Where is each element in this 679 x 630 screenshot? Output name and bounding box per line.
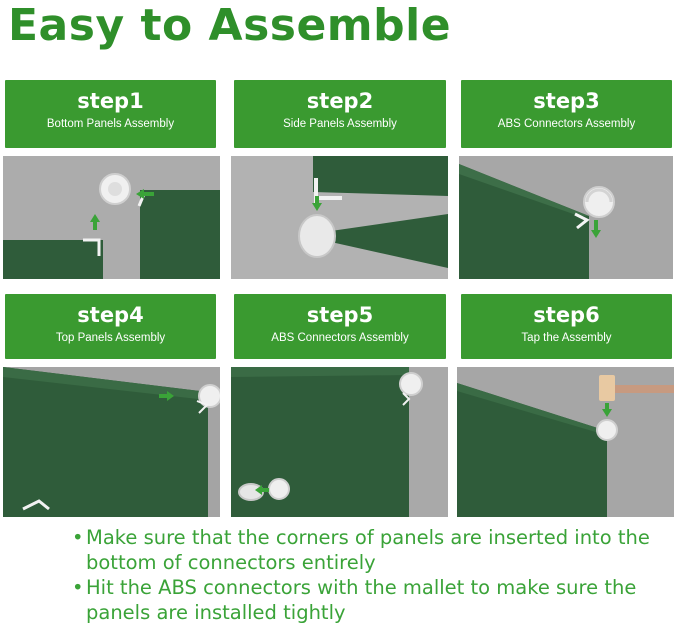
step3-header: step3 ABS Connectors Assembly: [461, 80, 672, 148]
step1-label: step1: [77, 89, 144, 113]
step6-photo: [457, 367, 674, 517]
step4-caption: Top Panels Assembly: [55, 332, 166, 344]
step4-photo: [3, 367, 220, 517]
step1-caption: Bottom Panels Assembly: [46, 118, 175, 130]
bullet: •: [72, 526, 84, 549]
step2-header: step2 Side Panels Assembly: [234, 80, 446, 148]
note-item: • Make sure that the corners of panels a…: [72, 525, 672, 575]
step5-caption: ABS Connectors Assembly: [271, 332, 409, 344]
step5-header: step5 ABS Connectors Assembly: [234, 294, 446, 359]
note-item: • Hit the ABS connectors with the mallet…: [72, 575, 672, 625]
step6-label: step6: [533, 303, 600, 327]
step3-caption: ABS Connectors Assembly: [497, 118, 636, 130]
step2-caption: Side Panels Assembly: [283, 118, 397, 130]
step2-photo: [231, 156, 448, 279]
note-text: Hit the ABS connectors with the mallet t…: [86, 576, 637, 624]
step2-label: step2: [306, 89, 374, 113]
step5-label: step5: [306, 303, 374, 327]
step3-photo: [459, 156, 673, 279]
step1-header: step1 Bottom Panels Assembly: [5, 80, 216, 148]
step4-header: step4 Top Panels Assembly: [5, 294, 216, 359]
step6-header: step6 Tap the Assembly: [461, 294, 672, 359]
step4-label: step4: [77, 303, 144, 327]
step5-photo: [231, 367, 448, 517]
assembly-notes: • Make sure that the corners of panels a…: [72, 525, 672, 625]
step6-caption: Tap the Assembly: [521, 332, 612, 344]
page-title: Easy to Assemble: [8, 0, 452, 51]
bullet: •: [72, 576, 84, 599]
step3-label: step3: [533, 89, 600, 113]
note-text: Make sure that the corners of panels are…: [86, 526, 650, 574]
step1-photo: [3, 156, 220, 279]
